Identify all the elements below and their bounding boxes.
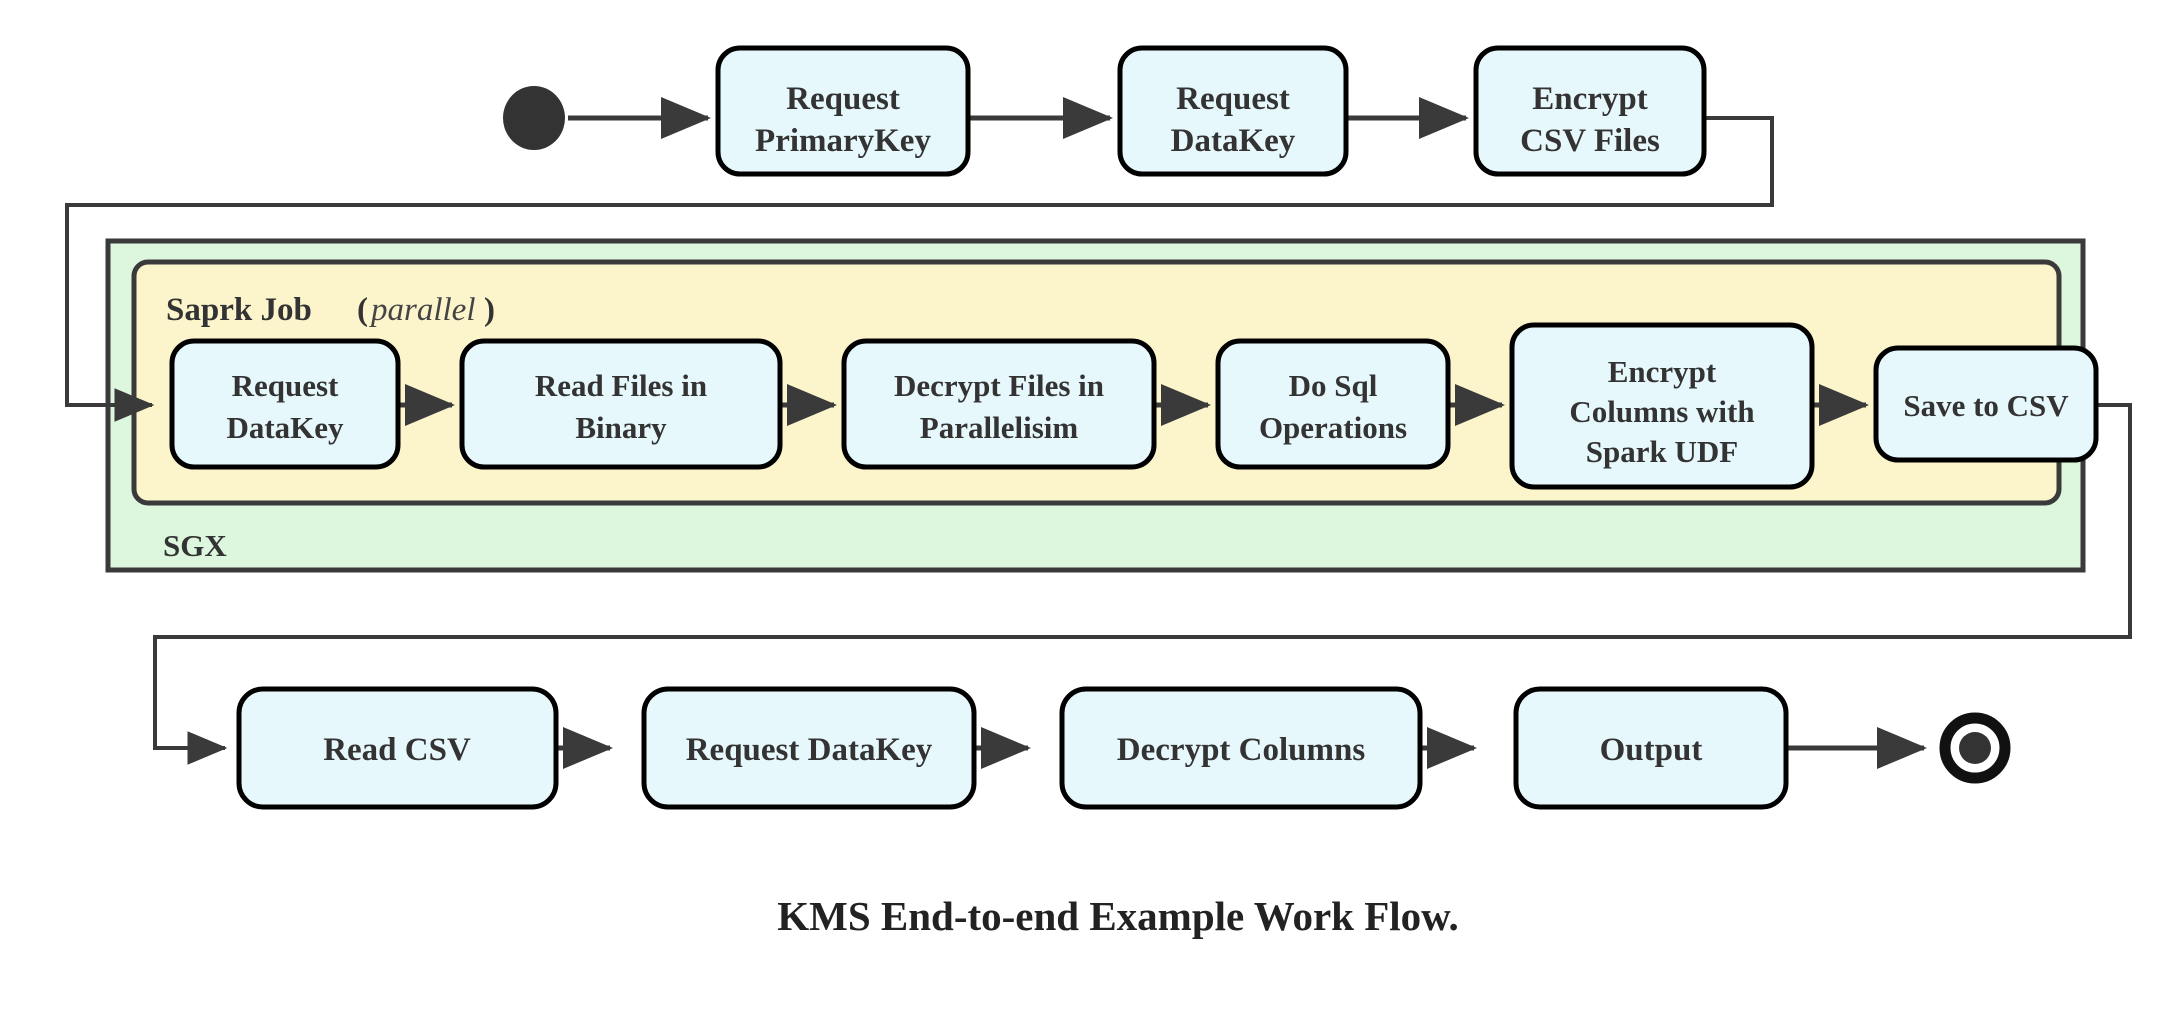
spark-job-label-group: Saprk Job ( parallel ): [166, 292, 495, 328]
start-circle-icon: [503, 86, 565, 150]
node-decrypt-columns[interactable]: Decrypt Columns: [1059, 686, 1423, 810]
node-read-files-in-binary-line2: Binary: [575, 410, 667, 445]
spark-job-label: Saprk Job: [166, 292, 312, 328]
edge-encrypt-csv-to-spark-datakey: [65, 116, 1774, 422]
node-read-files-in-binary[interactable]: Read Files in Binary: [459, 338, 783, 470]
node-read-files-in-binary-line1: Read Files in: [535, 368, 707, 403]
edge-save-csv-to-read-csv: [153, 403, 2132, 765]
node-save-to-csv-rect[interactable]: [1873, 345, 2099, 463]
node-request-datakey-bottom[interactable]: Request DataKey: [641, 686, 977, 810]
node-request-primarykey-line1: Request: [786, 81, 900, 117]
node-request-primarykey-line2: PrimaryKey: [755, 123, 931, 159]
node-encrypt-csv-files-line2: CSV Files: [1520, 123, 1660, 159]
node-request-datakey-top[interactable]: Request DataKey: [1117, 45, 1349, 177]
node-output-line1: Output: [1600, 732, 1703, 768]
node-decrypt-files-in-parallelisim-line2: Parallelisim: [920, 410, 1079, 445]
start-node: [503, 86, 565, 150]
node-output[interactable]: Output: [1513, 686, 1789, 810]
node-request-datakey-bottom-line1: Request DataKey: [686, 732, 933, 768]
spark-job-paren-open: (: [357, 292, 368, 328]
node-do-sql-operations-line2: Operations: [1259, 410, 1407, 445]
node-save-to-csv-line1: Save to CSV: [1903, 388, 2069, 423]
node-request-primarykey-rect[interactable]: [715, 45, 971, 177]
node-encrypt-columns-with-spark-udf[interactable]: Encrypt Columns with Spark UDF: [1509, 322, 1815, 490]
node-encrypt-csv-files-rect[interactable]: [1473, 45, 1707, 177]
node-read-csv-rect[interactable]: [236, 686, 559, 810]
node-encrypt-csv-files[interactable]: Encrypt CSV Files: [1473, 45, 1707, 177]
sgx-label: SGX: [163, 528, 227, 563]
node-do-sql-operations-rect[interactable]: [1215, 338, 1451, 470]
node-request-datakey-spark-line2: DataKey: [226, 410, 344, 445]
node-request-datakey-top-rect[interactable]: [1117, 45, 1349, 177]
node-request-datakey-spark-rect[interactable]: [169, 338, 401, 470]
end-core-icon: [1959, 732, 1991, 764]
node-decrypt-columns-line1: Decrypt Columns: [1117, 732, 1366, 768]
node-decrypt-files-in-parallelisim-rect[interactable]: [841, 338, 1157, 470]
node-encrypt-columns-line2: Columns with: [1569, 394, 1754, 429]
node-decrypt-files-in-parallelisim[interactable]: Decrypt Files in Parallelisim: [841, 338, 1157, 470]
node-request-datakey-spark-line1: Request: [232, 368, 339, 403]
node-save-to-csv[interactable]: Save to CSV: [1873, 345, 2099, 463]
node-request-datakey-top-line2: DataKey: [1171, 123, 1296, 159]
diagram-caption: KMS End-to-end Example Work Flow.: [777, 893, 1459, 939]
node-encrypt-columns-with-spark-udf-rect[interactable]: [1509, 322, 1815, 490]
node-do-sql-operations[interactable]: Do Sql Operations: [1215, 338, 1451, 470]
node-encrypt-csv-files-line1: Encrypt: [1532, 81, 1648, 117]
node-request-datakey-spark[interactable]: Request DataKey: [169, 338, 401, 470]
node-decrypt-files-in-parallelisim-line1: Decrypt Files in: [894, 368, 1104, 403]
node-decrypt-columns-rect[interactable]: [1059, 686, 1423, 810]
node-read-files-in-binary-rect[interactable]: [459, 338, 783, 470]
node-request-primarykey[interactable]: Request PrimaryKey: [715, 45, 971, 177]
node-encrypt-columns-line1: Encrypt: [1608, 354, 1717, 389]
node-request-datakey-bottom-rect[interactable]: [641, 686, 977, 810]
spark-job-paren-close: ): [484, 292, 495, 328]
node-do-sql-operations-line1: Do Sql: [1289, 368, 1378, 403]
node-request-datakey-top-line1: Request: [1176, 81, 1290, 117]
node-read-csv[interactable]: Read CSV: [236, 686, 559, 810]
node-encrypt-columns-line3: Spark UDF: [1586, 434, 1738, 469]
node-read-csv-line1: Read CSV: [323, 732, 471, 768]
end-node: [1939, 712, 2011, 784]
node-output-rect[interactable]: [1513, 686, 1789, 810]
spark-job-parallel-label: parallel: [369, 292, 476, 328]
